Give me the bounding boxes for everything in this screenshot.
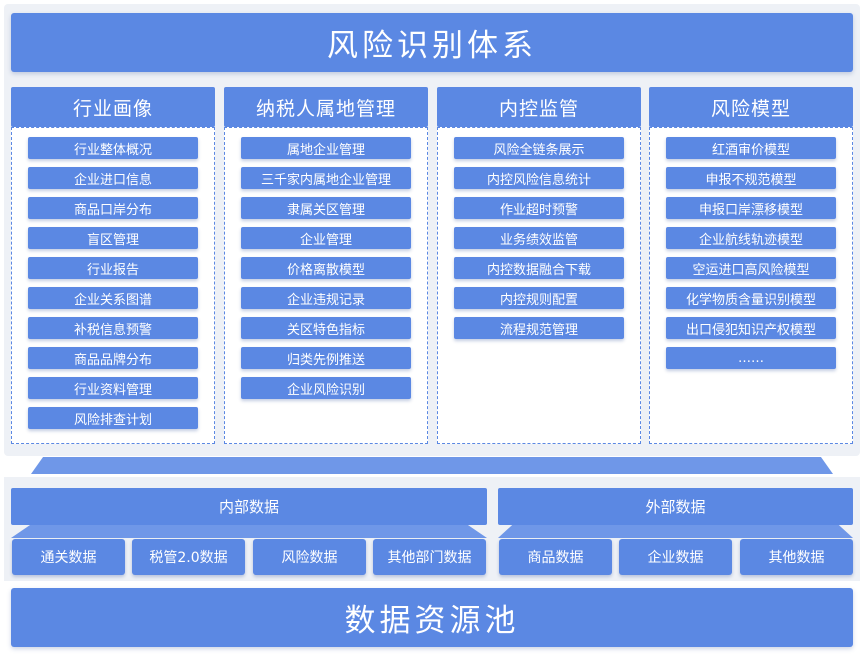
feature-item: 化学物质含量识别模型: [666, 287, 836, 309]
column-list: 风险全链条展示内控风险信息统计作业超时预警业务绩效监管内控数据融合下载内控规则配…: [438, 128, 640, 339]
internal-data-connector: [11, 525, 487, 538]
column-header: 纳税人属地管理: [224, 87, 428, 127]
feature-item: 红酒审价模型: [666, 137, 836, 159]
feature-item: 内控数据融合下载: [454, 257, 624, 279]
feature-item: 申报不规范模型: [666, 167, 836, 189]
external-source-item: 其他数据: [740, 539, 853, 575]
column-body: 属地企业管理三千家内属地企业管理隶属关区管理企业管理价格离散模型企业违规记录关区…: [224, 127, 428, 444]
column-header: 风险模型: [649, 87, 853, 127]
feature-item: 关区特色指标: [241, 317, 411, 339]
feature-item: 归类先例推送: [241, 347, 411, 369]
feature-item: 企业风险识别: [241, 377, 411, 399]
column-body: 红酒审价模型申报不规范模型申报口岸漂移模型企业航线轨迹模型空运进口高风险模型化学…: [649, 127, 853, 444]
feature-item: 出口侵犯知识产权模型: [666, 317, 836, 339]
column-internal-control: 内控监管 风险全链条展示内控风险信息统计作业超时预警业务绩效监管内控数据融合下载…: [437, 87, 641, 444]
column-industry-profile: 行业画像 行业整体概况企业进口信息商品口岸分布盲区管理行业报告企业关系图谱补税信…: [11, 87, 215, 444]
external-data-header: 外部数据: [498, 488, 853, 525]
feature-item: 业务绩效监管: [454, 227, 624, 249]
feature-item: 行业整体概况: [28, 137, 198, 159]
column-list: 行业整体概况企业进口信息商品口岸分布盲区管理行业报告企业关系图谱补税信息预警商品…: [12, 128, 214, 429]
feature-item: 行业报告: [28, 257, 198, 279]
feature-item: 盲区管理: [28, 227, 198, 249]
column-list: 红酒审价模型申报不规范模型申报口岸漂移模型企业航线轨迹模型空运进口高风险模型化学…: [650, 128, 852, 369]
feature-item: ……: [666, 347, 836, 369]
internal-source-item: 税管2.0数据: [132, 539, 245, 575]
feature-item: 流程规范管理: [454, 317, 624, 339]
feature-item: 作业超时预警: [454, 197, 624, 219]
feature-item: 企业进口信息: [28, 167, 198, 189]
feature-item: 空运进口高风险模型: [666, 257, 836, 279]
internal-source-item: 风险数据: [253, 539, 366, 575]
feature-item: 内控风险信息统计: [454, 167, 624, 189]
feature-item: 风险排查计划: [28, 407, 198, 429]
feature-item: 属地企业管理: [241, 137, 411, 159]
feature-item: 三千家内属地企业管理: [241, 167, 411, 189]
feature-item: 风险全链条展示: [454, 137, 624, 159]
feature-item: 企业航线轨迹模型: [666, 227, 836, 249]
layer-connector: [31, 457, 833, 474]
feature-item: 商品口岸分布: [28, 197, 198, 219]
feature-item: 企业关系图谱: [28, 287, 198, 309]
column-body: 行业整体概况企业进口信息商品口岸分布盲区管理行业报告企业关系图谱补税信息预警商品…: [11, 127, 215, 444]
data-resource-pool: 数据资源池: [11, 588, 853, 647]
feature-item: 企业管理: [241, 227, 411, 249]
system-title: 风险识别体系: [11, 13, 853, 72]
feature-item: 价格离散模型: [241, 257, 411, 279]
feature-item: 申报口岸漂移模型: [666, 197, 836, 219]
column-risk-models: 风险模型 红酒审价模型申报不规范模型申报口岸漂移模型企业航线轨迹模型空运进口高风…: [649, 87, 853, 444]
feature-item: 补税信息预警: [28, 317, 198, 339]
feature-item: 隶属关区管理: [241, 197, 411, 219]
column-list: 属地企业管理三千家内属地企业管理隶属关区管理企业管理价格离散模型企业违规记录关区…: [225, 128, 427, 399]
feature-item: 企业违规记录: [241, 287, 411, 309]
external-source-item: 企业数据: [619, 539, 732, 575]
feature-item: 行业资料管理: [28, 377, 198, 399]
column-header: 内控监管: [437, 87, 641, 127]
external-data-connector: [498, 525, 853, 538]
feature-item: 内控规则配置: [454, 287, 624, 309]
column-taxpayer-management: 纳税人属地管理 属地企业管理三千家内属地企业管理隶属关区管理企业管理价格离散模型…: [224, 87, 428, 444]
column-header: 行业画像: [11, 87, 215, 127]
internal-source-item: 通关数据: [12, 539, 125, 575]
feature-item: 商品品牌分布: [28, 347, 198, 369]
column-body: 风险全链条展示内控风险信息统计作业超时预警业务绩效监管内控数据融合下载内控规则配…: [437, 127, 641, 444]
internal-data-header: 内部数据: [11, 488, 487, 525]
external-source-item: 商品数据: [499, 539, 612, 575]
internal-source-item: 其他部门数据: [373, 539, 486, 575]
